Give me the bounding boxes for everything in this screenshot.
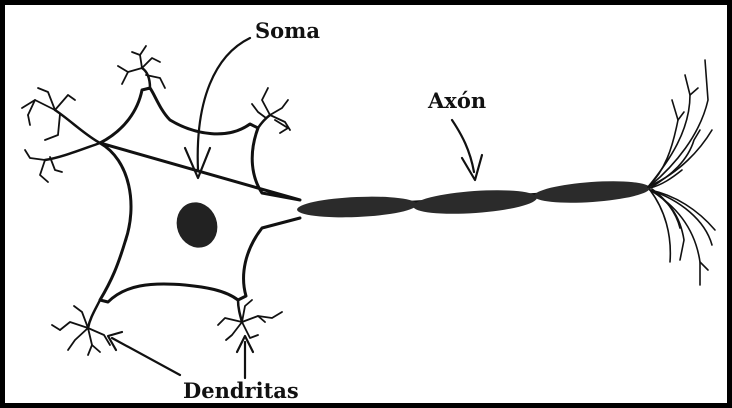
axon-label: Axón	[427, 88, 486, 113]
dendrites-arrow-left	[112, 338, 180, 375]
dendrite-branches-upper-left	[22, 88, 75, 182]
dendrite-trunks	[45, 68, 270, 328]
soma-label: Soma	[255, 18, 320, 43]
dendrite-branches-lower-left	[52, 306, 110, 355]
myelin-segment	[297, 194, 418, 219]
myelin-sheath	[297, 178, 651, 220]
nucleus	[170, 197, 223, 254]
dendrites-arrowhead-left	[108, 332, 122, 350]
axon-arrow	[452, 120, 474, 172]
myelin-segment	[533, 178, 650, 206]
axon-terminals	[648, 60, 715, 285]
dendrite-branches-top	[118, 46, 165, 88]
dendrite-branches-lower-center	[218, 300, 282, 340]
dendrites-label: Dendritas	[183, 378, 299, 403]
myelin-segment	[412, 187, 537, 218]
soma-arrow	[198, 38, 250, 170]
